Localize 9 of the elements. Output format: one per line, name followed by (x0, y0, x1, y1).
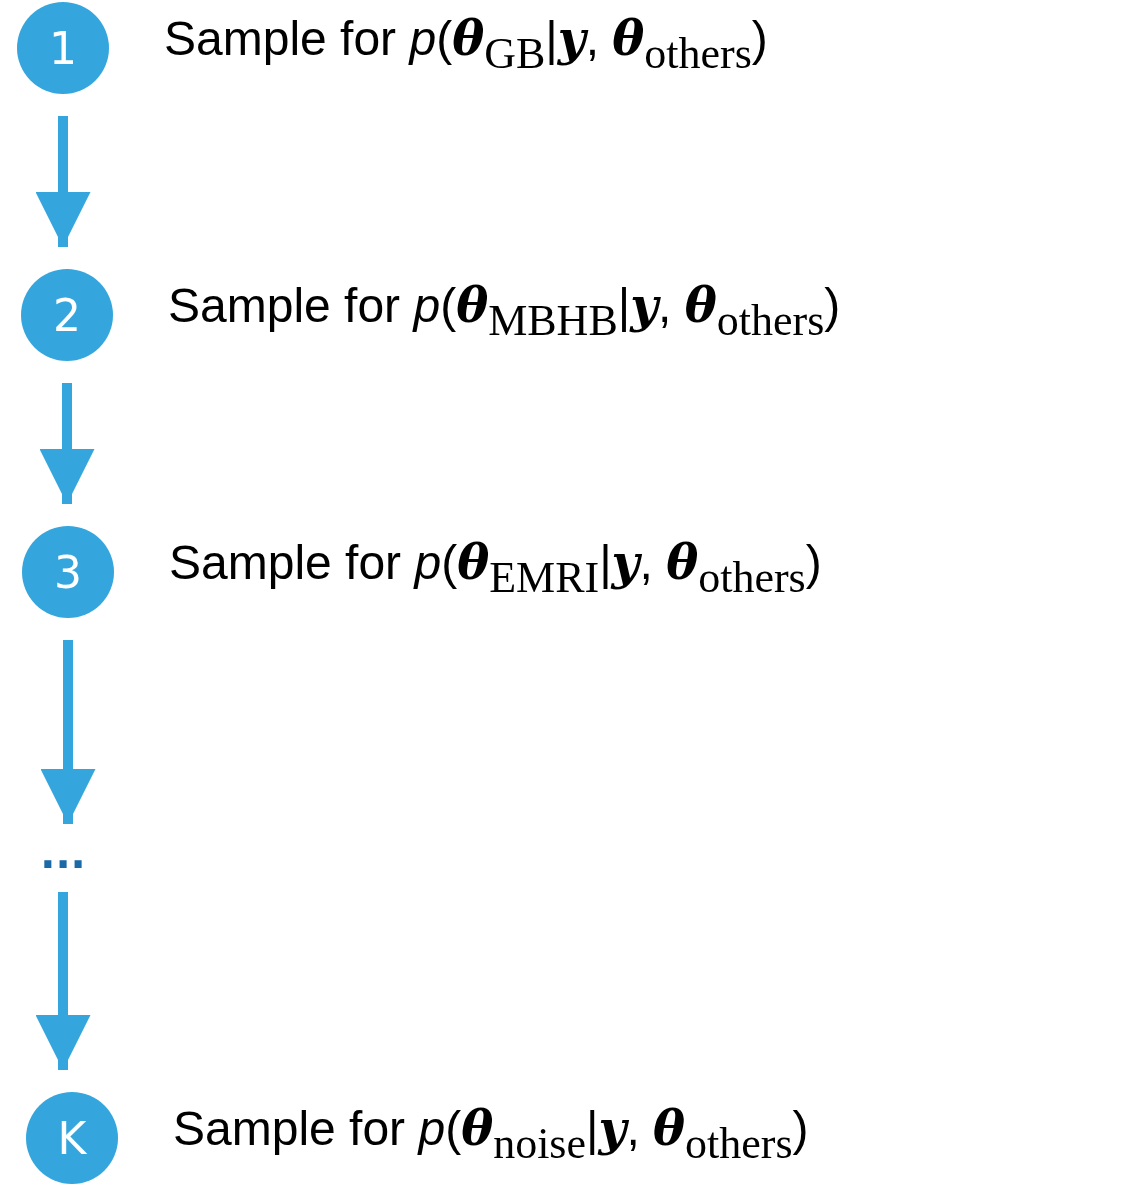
arrow (35, 892, 91, 1070)
step-circle: 2 (21, 269, 113, 361)
arrow (40, 640, 96, 824)
step-circle: 1 (17, 2, 109, 94)
arrow (39, 383, 95, 504)
arrow (35, 116, 91, 247)
step-circle: K (26, 1092, 118, 1184)
step-circle: 3 (22, 526, 114, 618)
ellipsis-text: ... (35, 846, 91, 870)
